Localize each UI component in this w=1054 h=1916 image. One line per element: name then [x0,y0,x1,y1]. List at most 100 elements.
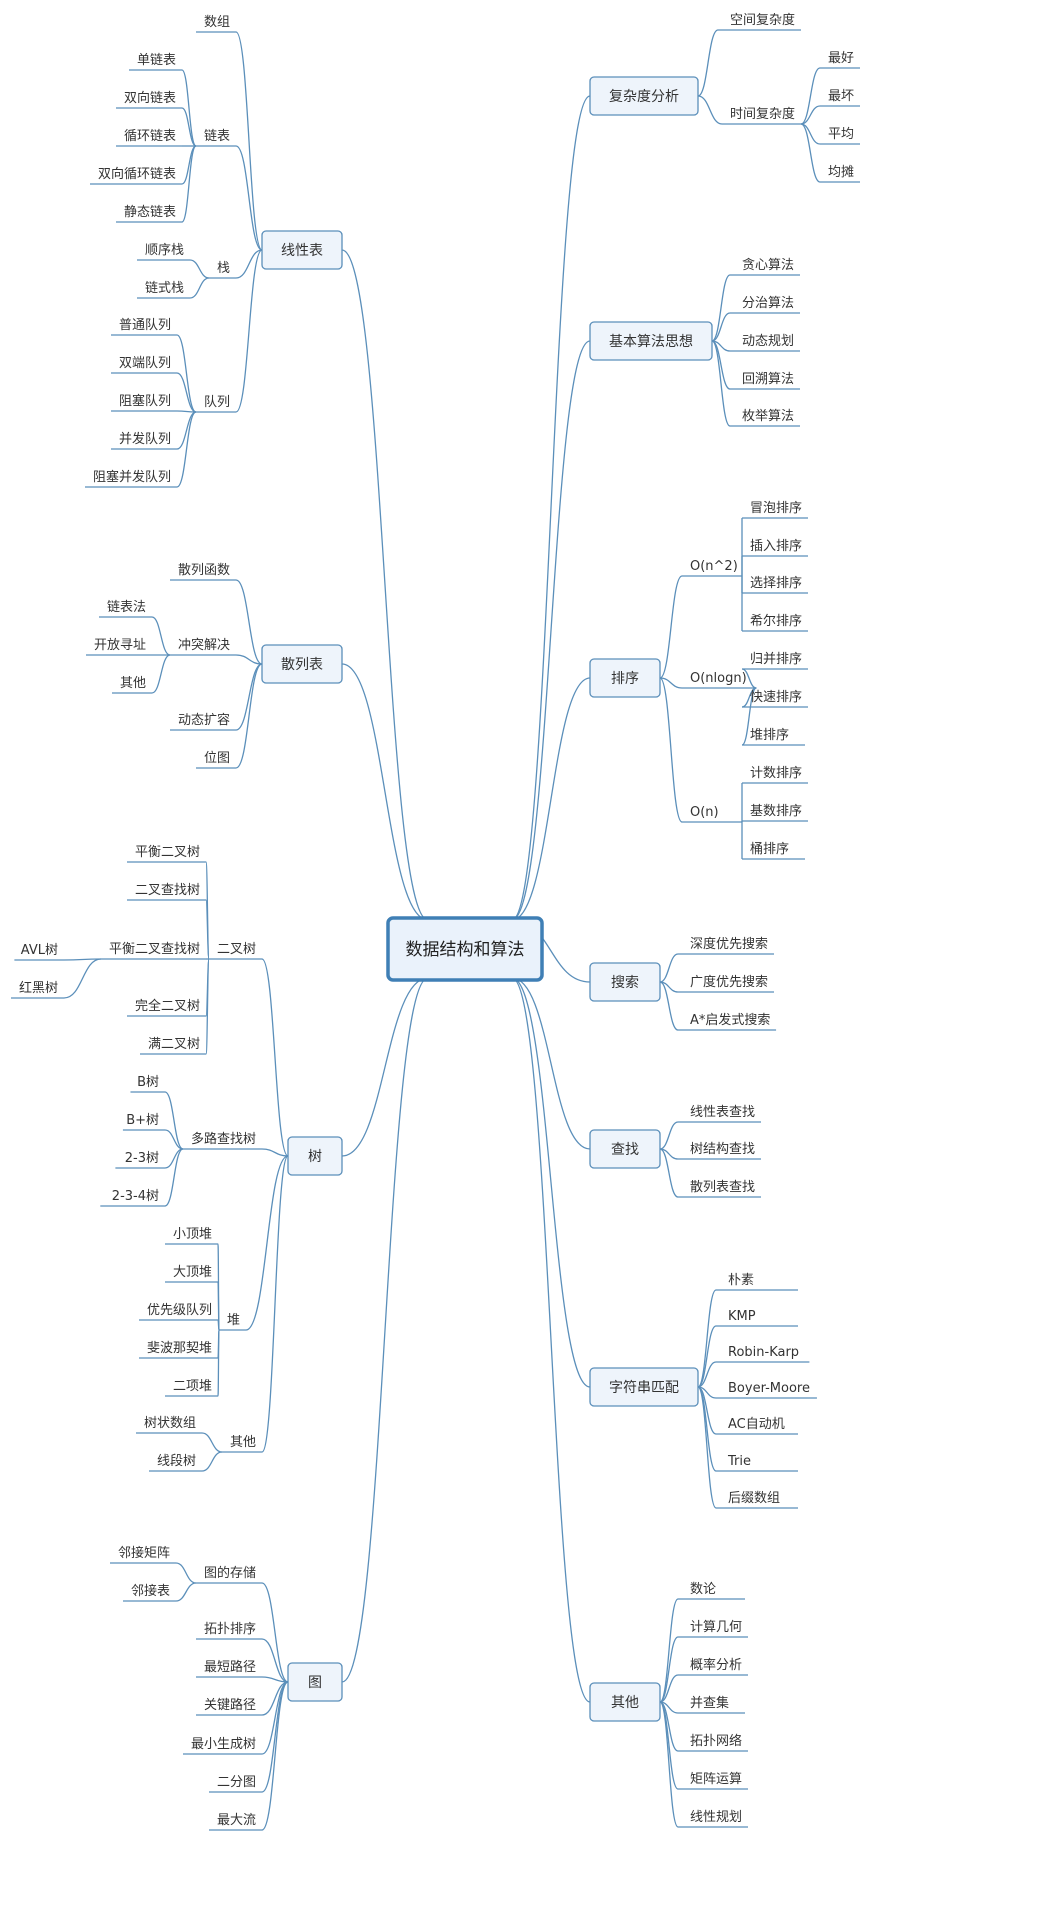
branch-5-item-2-label: Robin-Karp [728,1345,799,1360]
branch-4-item-0-link [659,1121,679,1150]
branch-9-item-2-sub-0-label: 小顶堆 [173,1227,212,1242]
branch-7-item-2-label: 栈 [217,261,230,276]
branch-8-node [261,644,343,684]
branch-5-label: 字符串匹配 [609,1380,679,1396]
branch-7-item-3-sub-0-link [176,334,197,413]
branch-10-item-5-label: 二分图 [217,1775,256,1790]
branch-10-item-0-sub-1-label: 邻接表 [131,1583,170,1599]
branch-2-item-2-label: O(n) [690,805,719,820]
branch-7-item-1-sub-1-link [181,107,197,147]
branch-1-item-3-label: 回溯算法 [742,371,794,387]
map-nodes: 数据结构和算法复杂度分析空间复杂度时间复杂度最好最坏平均均摊基本算法思想贪心算法… [19,12,854,1828]
branch-2-item-0-label: O(n^2) [690,559,738,574]
branch-7-item-3-sub-4-link [176,411,197,488]
branch-7-item-1-link [235,145,263,251]
branch-7-item-3-sub-0-label: 普通队列 [119,318,171,333]
branch-0-item-1-sub-1-label: 最坏 [828,89,854,104]
branch-7-item-1-sub-3-label: 双向循环链表 [98,166,176,182]
branch-9-item-1-sub-1-link [164,1129,184,1150]
branch-9-item-3-sub-0-label: 树状数组 [144,1416,196,1431]
branch-5-link [511,977,591,1388]
branch-10-item-6-label: 最大流 [217,1813,256,1828]
branch-9-item-3-sub-1-link [201,1451,223,1472]
branch-5-item-1-label: KMP [728,1309,756,1324]
branch-6-item-0-link [659,1598,679,1703]
branch-6-item-0-label: 数论 [690,1582,716,1597]
branch-0-link [511,95,591,921]
branch-9-item-0-sub-2-sub-0-label: AVL树 [21,943,58,958]
branch-0-item-1-sub-0-label: 最好 [828,51,854,66]
branch-7-item-2-sub-1-link [189,277,210,299]
branch-1-item-4-link [711,340,731,427]
branch-8-item-1-label: 冲突解决 [178,637,230,653]
branch-7-item-3-label: 队列 [204,395,230,410]
branch-6-item-1-label: 计算几何 [690,1619,742,1635]
branch-8-link [341,663,429,921]
branch-8-item-3-link [235,663,263,769]
branch-7-item-1-label: 链表 [204,129,230,144]
branch-6-label: 其他 [611,1695,639,1711]
branch-8-item-1-sub-2-link [151,654,171,694]
branch-7-item-2-sub-0-link [189,259,210,279]
branch-5-item-0-label: 朴素 [728,1273,754,1288]
branch-7-item-1-sub-1-label: 双向链表 [124,90,176,106]
branch-7-item-1-sub-2-label: 循环链表 [124,129,176,144]
branch-0-item-1-sub-1-link [800,105,821,125]
branch-2-item-1-sub-2-link [741,687,757,746]
branch-9-item-3-sub-1-label: 线段树 [157,1454,196,1469]
branch-9-label: 树 [308,1149,322,1165]
branch-2-item-1-label: O(nlogn) [690,671,747,686]
branch-9-item-3-link [261,1155,289,1453]
branch-0-item-0-label: 空间复杂度 [730,12,795,28]
branch-1-node [589,321,713,361]
branch-2-item-2-sub-2-label: 桶排序 [750,842,789,857]
branch-0-item-1-link [697,95,723,125]
branch-6-item-4-label: 拓扑网络 [690,1733,742,1749]
branch-9-item-2-sub-4-link [217,1329,220,1397]
branch-9-item-0-label: 二叉树 [217,942,256,957]
branch-2-item-0-link [659,575,683,679]
branch-3-item-0-link [659,953,679,983]
branch-7-item-0-link [235,31,263,251]
branch-5-item-0-link [697,1289,717,1388]
branch-6-item-2-label: 概率分析 [690,1657,742,1673]
branch-2-label: 排序 [611,671,639,687]
branch-0-item-1-sub-2-label: 平均 [828,127,854,142]
branch-7-link [341,249,429,921]
branch-9-item-0-sub-4-label: 满二叉树 [148,1037,200,1052]
branch-9-item-2-sub-2-label: 优先级队列 [147,1303,212,1318]
branch-4-item-1-label: 树结构查找 [690,1142,755,1157]
branch-10-node [287,1662,343,1702]
branch-6-node [589,1682,661,1722]
branch-3-label: 搜索 [611,974,639,991]
branch-4-item-0-label: 线性表查找 [690,1105,755,1120]
branch-9-item-0-sub-2-sub-1-label: 红黑树 [19,980,58,996]
branch-0-label: 复杂度分析 [609,88,679,105]
branch-2-item-1-sub-0-label: 归并排序 [750,652,802,667]
branch-10-item-1-label: 拓扑排序 [204,1622,256,1637]
branch-4-label: 查找 [611,1142,639,1158]
branch-6-item-6-link [659,1701,679,1828]
branch-0-item-1-sub-3-link [800,123,821,183]
branch-7-item-2-link [235,249,263,279]
branch-3-node [589,962,661,1002]
branch-2-item-1-sub-1-label: 快速排序 [750,690,802,705]
branch-0-item-1-label: 时间复杂度 [730,106,795,122]
branch-5-item-3-label: Boyer-Moore [728,1381,810,1396]
branch-9-item-0-sub-4-link [205,958,210,1055]
branch-2-item-0-sub-1-label: 插入排序 [750,539,802,554]
branch-9-item-1-sub-0-link [164,1091,184,1150]
branch-2-node [589,658,661,698]
branch-9-item-1-sub-2-label: 2-3树 [125,1151,159,1166]
branch-4-link [511,977,591,1150]
branch-9-item-1-label: 多路查找树 [191,1131,256,1147]
branch-9-item-2-sub-1-label: 大顶堆 [173,1265,212,1280]
branch-5-item-6-label: 后缀数组 [728,1491,780,1506]
branch-1-item-0-label: 贪心算法 [742,258,794,273]
branch-5-item-5-label: Trie [727,1454,751,1469]
branch-1-item-0-link [711,274,731,342]
branch-2-link [511,677,591,921]
branch-9-item-1-link [261,1148,289,1157]
branch-7-item-0-label: 数组 [204,15,230,30]
